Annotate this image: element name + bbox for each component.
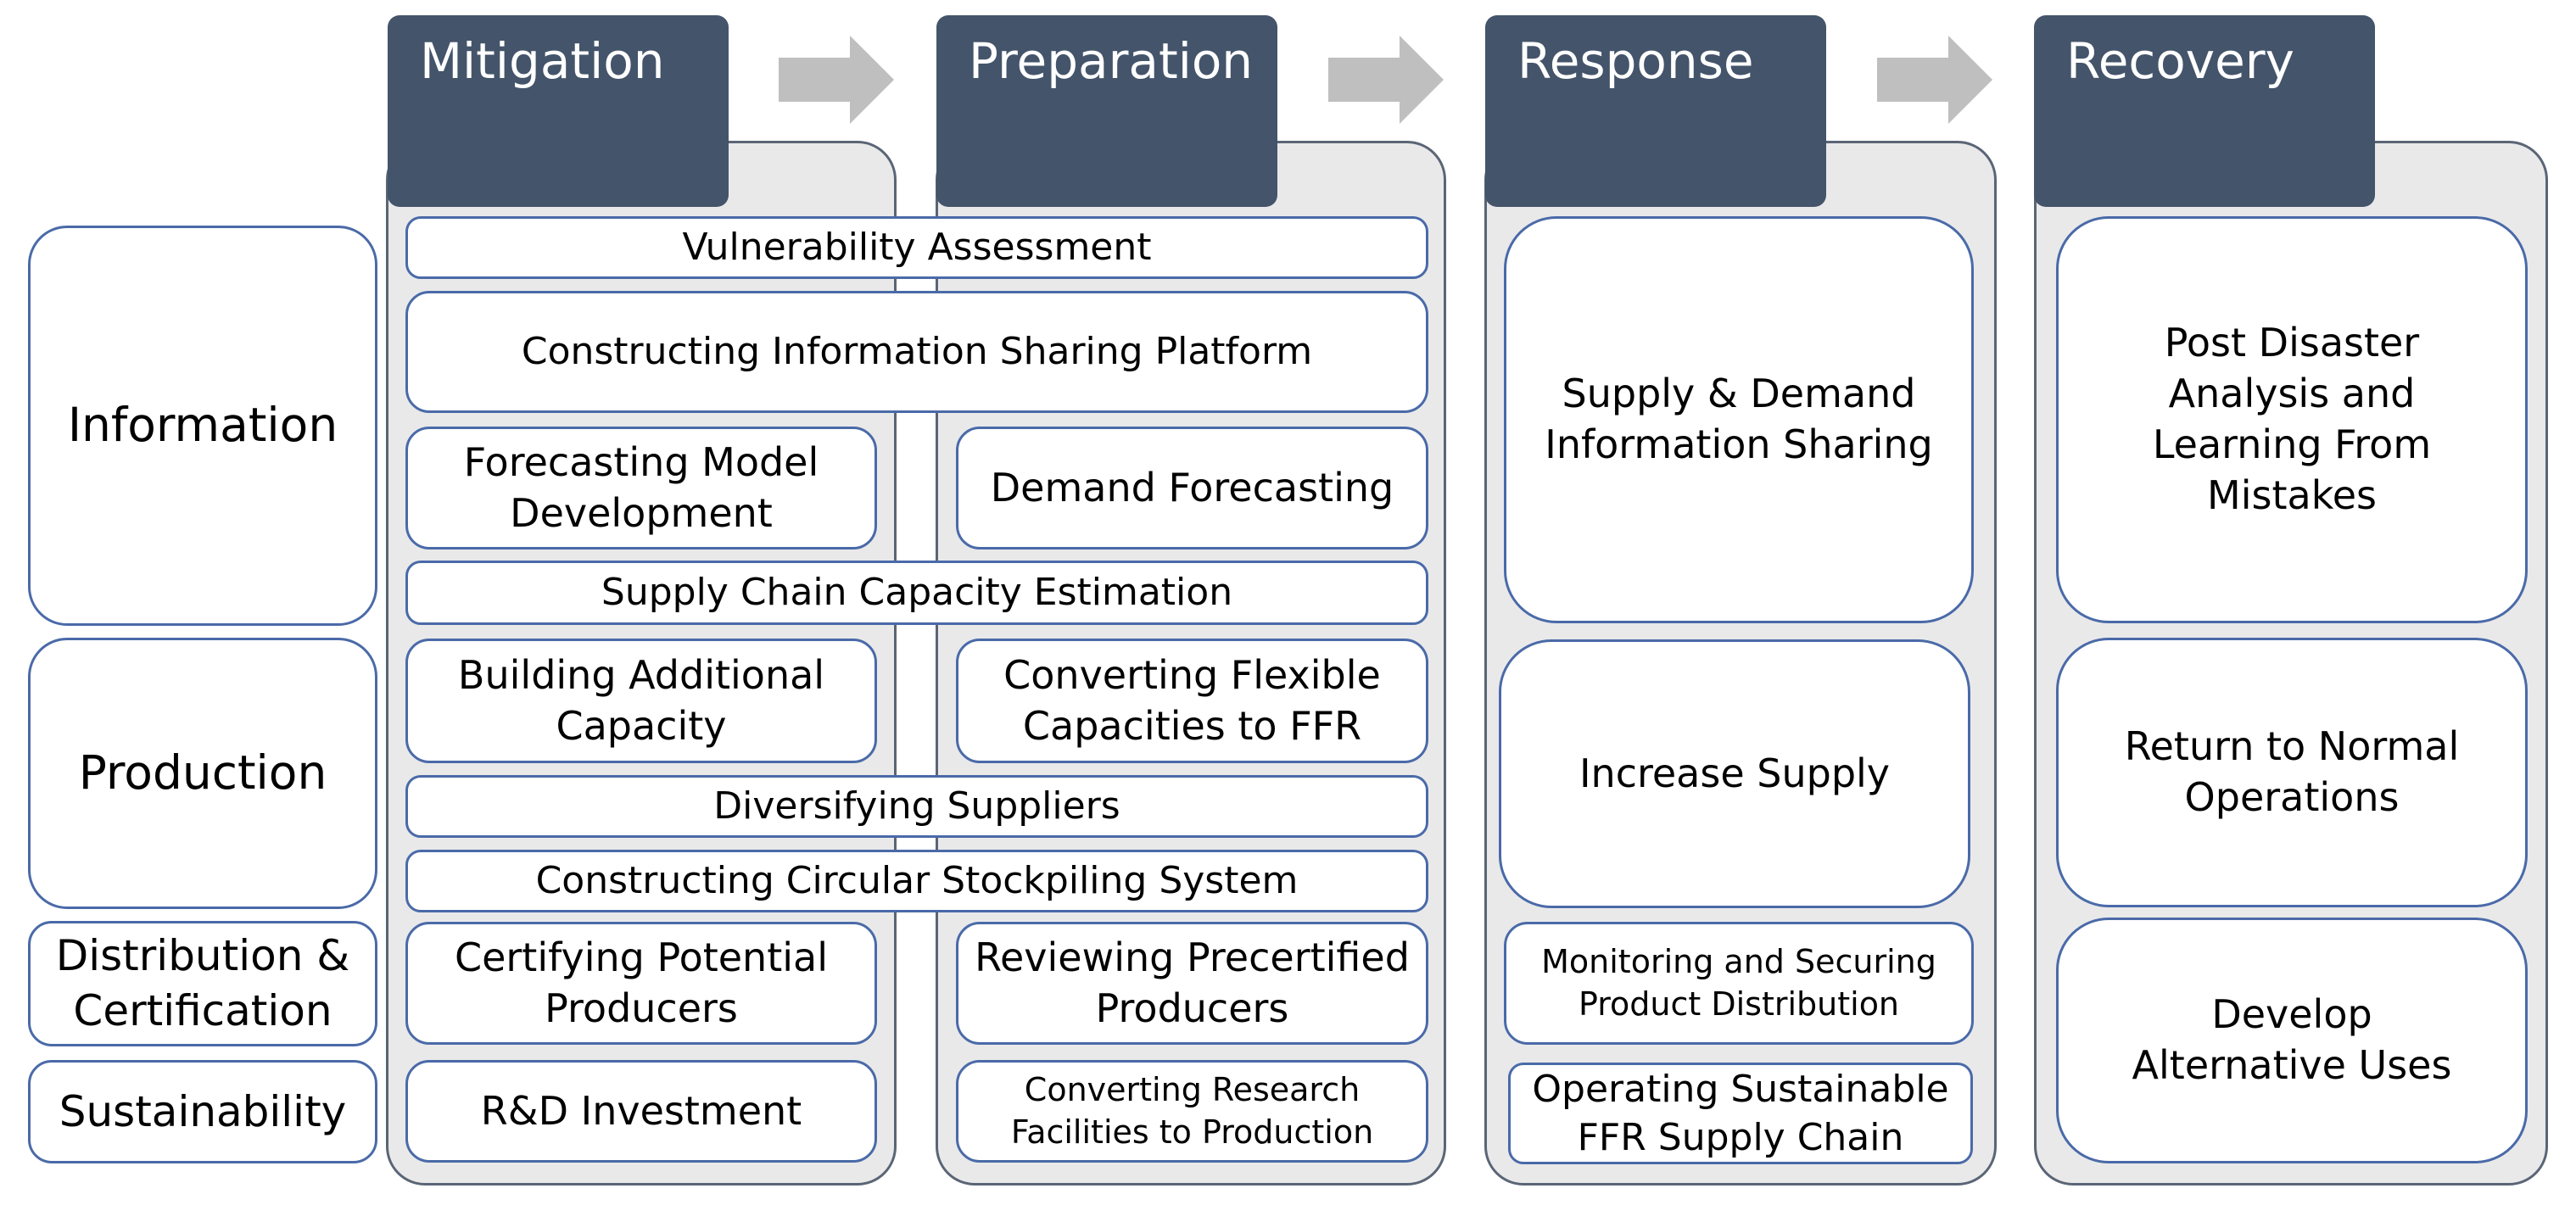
category-information: Information bbox=[28, 226, 377, 626]
activity-demand-forecasting: Demand Forecasting bbox=[956, 427, 1428, 550]
activity-alternative-uses: Develop Alternative Uses bbox=[2056, 918, 2528, 1163]
activity-return-normal: Return to Normal Operations bbox=[2056, 638, 2528, 907]
activity-operating-sustainable: Operating Sustainable FFR Supply Chain bbox=[1508, 1063, 1973, 1164]
activity-reviewing-precertified: Reviewing Precertified Producers bbox=[956, 922, 1428, 1045]
activity-increase-supply: Increase Supply bbox=[1499, 639, 1970, 908]
category-production: Production bbox=[28, 638, 377, 909]
phase-header-response: Response bbox=[1485, 15, 1826, 207]
activity-circular-stockpiling: Constructing Circular Stockpiling System bbox=[405, 850, 1428, 912]
activity-rd-investment: R&D Investment bbox=[405, 1060, 877, 1163]
activity-vulnerability-assessment: Vulnerability Assessment bbox=[405, 216, 1428, 279]
phase-header-preparation: Preparation bbox=[936, 15, 1277, 207]
activity-info-sharing-platform: Constructing Information Sharing Platfor… bbox=[405, 291, 1428, 413]
phase-header-recovery: Recovery bbox=[2034, 15, 2375, 207]
right-arrow-icon bbox=[1877, 36, 1992, 124]
category-distribution-certification: Distribution & Certification bbox=[28, 921, 377, 1046]
activity-monitoring-distribution: Monitoring and Securing Product Distribu… bbox=[1504, 922, 1974, 1045]
activity-post-disaster: Post Disaster Analysis and Learning From… bbox=[2056, 216, 2528, 623]
activity-capacity-estimation: Supply Chain Capacity Estimation bbox=[405, 561, 1428, 625]
activity-building-capacity: Building Additional Capacity bbox=[405, 639, 877, 763]
activity-converting-flexible: Converting Flexible Capacities to FFR bbox=[956, 639, 1428, 763]
activity-supply-demand-sharing: Supply & Demand Information Sharing bbox=[1504, 216, 1974, 623]
activity-forecasting-model: Forecasting Model Development bbox=[405, 427, 877, 550]
right-arrow-icon bbox=[779, 36, 894, 124]
category-sustainability: Sustainability bbox=[28, 1060, 377, 1163]
activity-converting-research: Converting Research Facilities to Produc… bbox=[956, 1060, 1428, 1163]
right-arrow-icon bbox=[1328, 36, 1444, 124]
activity-diversifying-suppliers: Diversifying Suppliers bbox=[405, 775, 1428, 838]
activity-certifying-producers: Certifying Potential Producers bbox=[405, 922, 877, 1045]
phase-header-mitigation: Mitigation bbox=[388, 15, 729, 207]
